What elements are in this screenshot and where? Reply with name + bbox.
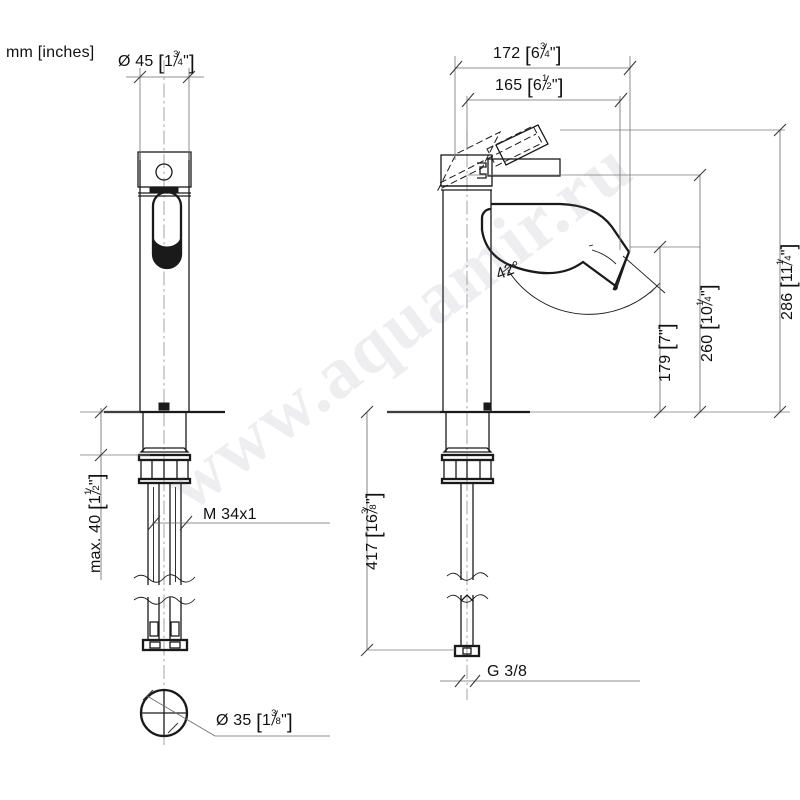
bracket-open: [ bbox=[362, 532, 386, 539]
dim-260-mm: 260 bbox=[699, 334, 717, 362]
dim-dia35-in-whole: 1 bbox=[262, 712, 272, 730]
bracket-close: ] bbox=[557, 75, 564, 99]
bracket-close: ] bbox=[777, 243, 800, 250]
dimension-179: 179 [7"] bbox=[655, 323, 679, 382]
bracket-close: ] bbox=[286, 710, 293, 734]
bracket-open: [ bbox=[777, 282, 800, 289]
bracket-open: [ bbox=[526, 75, 533, 99]
dim-172-mm: 172 bbox=[493, 45, 521, 63]
bracket-open: [ bbox=[256, 710, 263, 734]
bracket-close: ] bbox=[555, 43, 562, 67]
bracket-open: [ bbox=[655, 344, 679, 351]
dim-179-mm: 179 bbox=[657, 354, 674, 382]
dim-417-mm: 417 bbox=[364, 542, 382, 570]
dim-165-mm: 165 bbox=[495, 77, 523, 95]
side-view-geometry bbox=[387, 124, 666, 700]
dim-286-in-whole: 11 bbox=[779, 265, 797, 283]
bracket-close: ] bbox=[85, 473, 109, 480]
dim-172-in-whole: 6 bbox=[530, 45, 540, 63]
dim-165-in-whole: 6 bbox=[532, 77, 542, 95]
bracket-close: ] bbox=[655, 323, 679, 330]
bracket-close: ] bbox=[188, 51, 195, 75]
bracket-open: [ bbox=[697, 324, 721, 331]
dim-max40-in-whole: 1 bbox=[87, 495, 105, 505]
dim-dia45-mm: Ø 45 bbox=[118, 53, 154, 71]
dim-dia35-mm: Ø 35 bbox=[216, 712, 252, 730]
unit-label: mm [inches] bbox=[6, 44, 95, 61]
dim-max40-mm: max. 40 bbox=[87, 514, 105, 573]
bracket-open: [ bbox=[524, 43, 531, 67]
dim-417-in-whole: 16 bbox=[364, 513, 382, 533]
dim-dia45-in-whole: 1 bbox=[164, 53, 174, 71]
callout-thread-supply: G 3/8 bbox=[487, 663, 528, 680]
dim-179-in-whole: 7 bbox=[657, 335, 674, 345]
bracket-open: [ bbox=[85, 504, 109, 511]
dimension-lines bbox=[80, 56, 790, 657]
front-view-geometry bbox=[104, 60, 330, 745]
dim-286-mm: 286 bbox=[779, 292, 797, 320]
bracket-open: [ bbox=[158, 51, 165, 75]
callout-thread-body: M 34x1 bbox=[203, 506, 257, 523]
dim-260-in-whole: 10 bbox=[699, 305, 717, 325]
bracket-close: ] bbox=[697, 284, 721, 291]
bracket-close: ] bbox=[362, 492, 386, 499]
